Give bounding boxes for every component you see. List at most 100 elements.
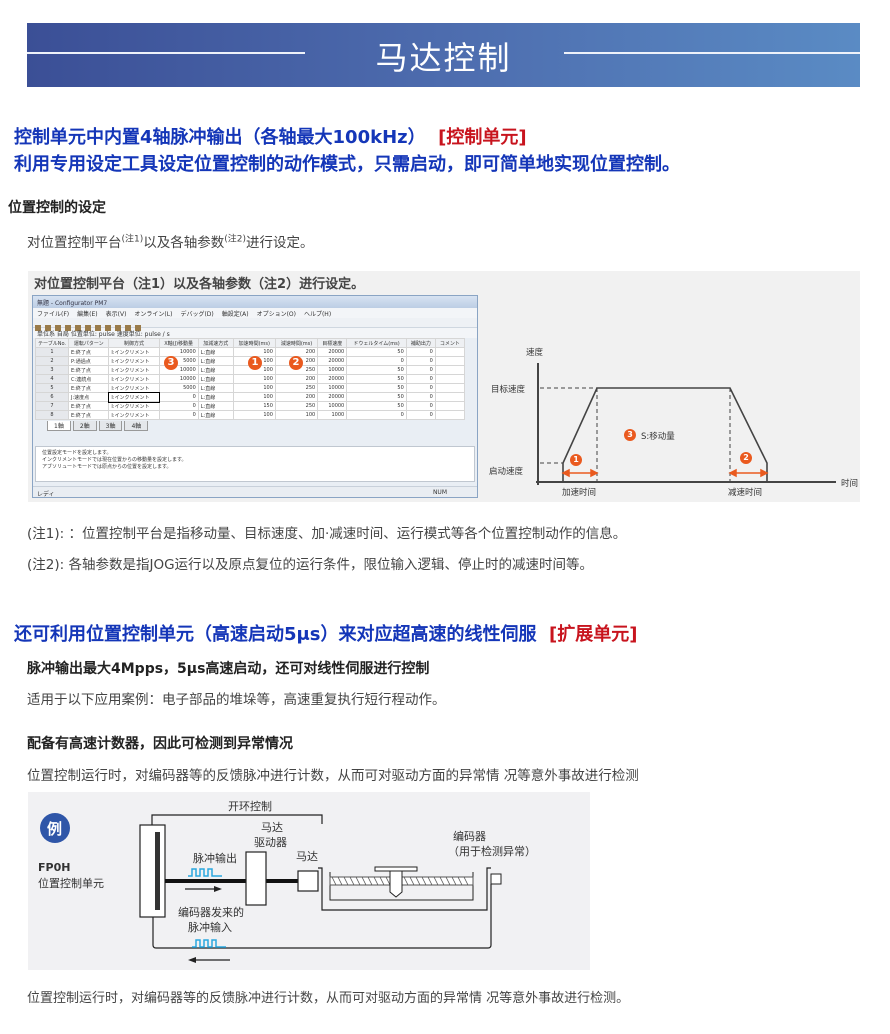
pulse-out-wave: [188, 868, 222, 877]
encoder-label: 编码器: [453, 830, 486, 843]
headline-1: 控制单元中内置4轴脉冲输出（各轴最大100kHz） [控制单元]: [14, 123, 527, 149]
note2-ref: (注2): [224, 234, 246, 245]
feedback-label-1: 编码器发来的: [178, 906, 244, 919]
setting-text: 对位置控制平台(注1)以及各轴参数(注2)进行设定。: [27, 231, 314, 252]
headline-text: 还可利用位置控制单元（高速启动5μs）来对应超高速的线性伺服: [14, 624, 537, 645]
note1-ref: (注1): [121, 234, 144, 245]
figure-caption: 对位置控制平台（注1）以及各轴参数（注2）进行设定。: [34, 277, 365, 292]
t: 进行设定。: [246, 235, 314, 251]
note-label: (注2):: [27, 557, 65, 573]
badge-1: 1: [248, 356, 262, 370]
target-speed-label: 目标速度: [491, 385, 526, 395]
banner-line-left: [27, 52, 305, 54]
message-pane: 位置設定モードを設定します。インクリメントモードでは現在位置からの移動量を設定し…: [35, 446, 475, 482]
menu-item[interactable]: オンライン(L): [134, 311, 173, 318]
badge-3: 3: [164, 356, 178, 370]
accel-time-label: 加速时间: [562, 488, 597, 498]
note-label: (注1):: [27, 526, 65, 542]
speed-profile-line: [562, 387, 768, 482]
banner-line-right: [564, 52, 860, 54]
driver-label-2: 驱动器: [254, 836, 287, 849]
t: 对位置控制平台: [27, 235, 122, 251]
menu-item[interactable]: ファイル(F): [37, 311, 70, 318]
sheet-tab[interactable]: 3軸: [98, 421, 123, 431]
menu-item[interactable]: オプション(O): [256, 311, 296, 318]
headline-2: 利用专用设定工具设定位置控制的动作模式，只需启动，即可简单地实现位置控制。: [14, 154, 680, 175]
unit-name: 位置控制单元: [38, 877, 104, 890]
badge-2: 2: [289, 356, 303, 370]
text-2: 位置控制运行时，对编码器等的反馈脉冲进行计数，从而可对驱动方面的异常情 况等意外…: [27, 768, 639, 784]
window-titlebar: 無題 - Configurator PM7: [33, 296, 477, 308]
open-loop-bracket: [151, 814, 323, 825]
decel-time-label: 减速时间: [728, 488, 763, 498]
footer-text: 位置控制运行时，对编码器等的反馈脉冲进行计数，从而可对驱动方面的异常情 况等意外…: [27, 991, 630, 1006]
table-cell[interactable]: 100: [274, 410, 319, 420]
slider-carriage: [389, 870, 403, 898]
right-arrow: [214, 886, 222, 892]
t: 以及各轴参数: [143, 235, 225, 251]
menu-item[interactable]: デバッグ(D): [180, 311, 214, 318]
left-arrow: [188, 957, 196, 963]
menu-item[interactable]: 編集(E): [77, 311, 98, 318]
table-cell[interactable]: [434, 410, 466, 420]
section-banner: 马达控制: [27, 23, 860, 87]
time-arrows: [561, 468, 769, 478]
feedback-label-2: 脉冲输入: [188, 921, 232, 934]
subheading-1: 脉冲输出最大4Mpps，5μs高速启动，还可对线性伺服进行控制: [27, 661, 430, 677]
table-cell[interactable]: E:終了点: [68, 410, 110, 420]
status-left: レディ: [37, 491, 55, 498]
fp0h-module: [139, 824, 166, 918]
message-line: 位置設定モードを設定します。: [42, 450, 112, 456]
chart-badge-3: 3: [624, 429, 636, 441]
control-unit-tag: [控制单元]: [438, 127, 527, 148]
open-loop-label: 开环控制: [228, 800, 272, 813]
feedback-cable: [152, 884, 492, 949]
unit-model: FP0H: [38, 861, 71, 874]
subheading-2: 配备有高速计数器，因此可检测到异常情况: [27, 736, 293, 752]
configurator-window: 無題 - Configurator PM7 ファイル(F) 編集(E) 表示(V) オ…: [32, 295, 478, 498]
area-label: S:移动量: [641, 432, 675, 442]
driver-label-1: 马达: [261, 821, 283, 834]
note-text: ：位置控制平台是指移动量、目标速度、加·减速时间、运行模式等各个位置控制动作的信…: [68, 526, 627, 542]
headline-3: 还可利用位置控制单元（高速启动5μs）来对应超高速的线性伺服 [扩展单元]: [14, 620, 637, 646]
motor-label: 马达: [296, 850, 318, 863]
motor-block: [297, 870, 319, 892]
headline-text: 控制单元中内置4轴脉冲输出（各轴最大100kHz）: [14, 127, 426, 148]
window-menu: ファイル(F) 編集(E) 表示(V) オンライン(L) デバッグ(D) 軸設定(A) オプ…: [33, 308, 477, 318]
pulse-in-wave: [192, 939, 226, 948]
banner-title: 马达控制: [375, 39, 512, 77]
encoder-note: （用于检测异常）: [448, 845, 536, 858]
example-badge: [40, 813, 70, 843]
table-cell[interactable]: 0: [158, 410, 199, 420]
motor-driver-box: [245, 851, 267, 906]
menu-item[interactable]: 表示(V): [105, 311, 127, 318]
sheet-tab[interactable]: 2軸: [72, 421, 97, 431]
example-label: 例: [47, 820, 63, 838]
table-cell[interactable]: 1000: [317, 410, 348, 420]
slide-frame: [318, 867, 491, 911]
chart-badge-2: 2: [740, 452, 752, 464]
setting-heading: 位置控制的设定: [8, 200, 106, 216]
start-speed-label: 启动速度: [489, 467, 524, 477]
chart-badge-1: 1: [570, 454, 582, 466]
sheet-tab[interactable]: 4軸: [124, 421, 149, 431]
text-1: 适用于以下应用案例：电子部品的堆垛等，高速重复执行短行程动作。: [27, 692, 446, 708]
window-toolbar: [33, 318, 477, 331]
note-1: (注1): ：位置控制平台是指移动量、目标速度、加·减速时间、运行模式等各个位置…: [27, 522, 626, 542]
note-text: 各轴参数是指JOG运行以及原点复位的运行条件，限位输入逻辑、停止时的减速时间等。: [68, 557, 594, 573]
sheet-tab[interactable]: 1軸: [47, 421, 71, 431]
message-line: アブソリュートモードでは原点からの位置を設定します。: [42, 464, 172, 470]
menu-item[interactable]: ヘルプ(H): [303, 311, 332, 318]
menu-item[interactable]: 軸設定(A): [221, 311, 249, 318]
unit-bar: 単位系 自局 位置単位: pulse 速度単位: pulse / s: [33, 328, 477, 338]
x-axis-label: 时间: [841, 479, 859, 489]
